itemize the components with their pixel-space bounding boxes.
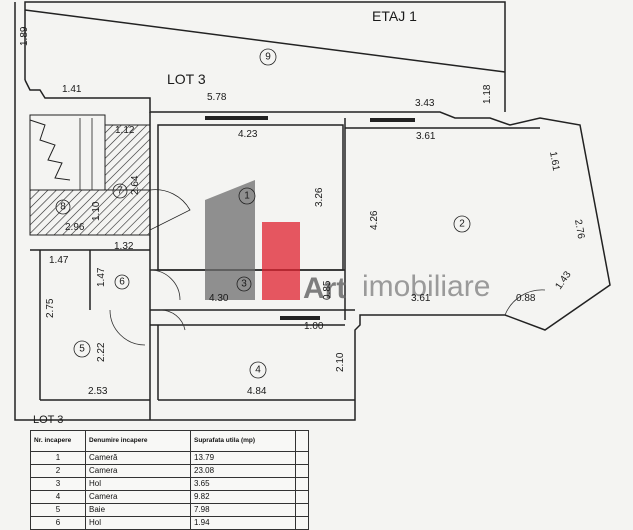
dim-4-30: 4.30 <box>209 293 229 304</box>
table-row: 3 Hol 3.65 <box>30 477 309 491</box>
cell-extra <box>295 516 309 530</box>
dim-1-41: 1.41 <box>62 84 82 95</box>
hatched-area-8 <box>29 189 151 236</box>
room-area-table: Nr. incapere Denumire incapere Suprafata… <box>30 430 309 530</box>
dim-2-53: 2.53 <box>88 386 108 397</box>
cell-extra <box>295 490 309 504</box>
table-row: 2 Camera 23.08 <box>30 464 309 478</box>
room-number-7: 7 <box>117 186 123 197</box>
cell-room-name: Baie <box>85 503 191 517</box>
lot-label-bottom: LOT 3 <box>33 414 63 426</box>
dim-2-64: 2.64 <box>130 175 141 195</box>
dim-2-22: 2.22 <box>96 342 107 362</box>
cell-extra <box>295 451 309 465</box>
dim-1-89: 1.89 <box>19 26 30 46</box>
cell-room-number: 1 <box>30 451 86 465</box>
cell-extra <box>295 503 309 517</box>
dim-3-61-bottom: 3.61 <box>411 293 431 304</box>
dim-1-00: 1.00 <box>304 321 324 332</box>
watermark-grey-shape <box>205 180 255 300</box>
dim-1-10: 1.10 <box>91 201 102 221</box>
balcony-slant <box>24 9 506 73</box>
room-number-9: 9 <box>265 52 271 63</box>
outer-boundary <box>14 2 611 421</box>
door-swing-top <box>149 189 191 231</box>
dim-3-43: 3.43 <box>415 98 435 109</box>
door-swings <box>109 269 546 346</box>
watermark-suffix: imobiliare <box>362 270 490 303</box>
cell-room-name: Hol <box>85 477 191 491</box>
dim-1-47-v: 1.47 <box>96 267 107 287</box>
cell-area: 7.98 <box>190 503 296 517</box>
room-number-6: 6 <box>119 277 125 288</box>
header-room-name: Denumire incapere <box>85 430 191 452</box>
table-row: 6 Hol 1.94 <box>30 516 309 530</box>
watermark-red-block <box>262 222 300 300</box>
dim-1-47-h: 1.47 <box>49 255 69 266</box>
room-markers <box>55 48 471 379</box>
cell-area: 1.94 <box>190 516 296 530</box>
cell-area: 13.79 <box>190 451 296 465</box>
table-header-row: Nr. incapere Denumire incapere Suprafata… <box>30 430 309 452</box>
watermark: Art imobiliare <box>205 180 490 305</box>
dim-3-61-top: 3.61 <box>416 131 436 142</box>
dim-3-26: 3.26 <box>314 187 325 207</box>
cell-room-number: 5 <box>30 503 86 517</box>
dim-0-88: 0.88 <box>516 293 536 304</box>
walls <box>14 1 611 421</box>
room-number-3: 3 <box>241 279 247 290</box>
cell-extra <box>295 464 309 478</box>
header-room-number: Nr. incapere <box>30 430 86 452</box>
dim-1-32: 1.32 <box>114 241 134 252</box>
table-row: 5 Baie 7.98 <box>30 503 309 517</box>
cell-area: 23.08 <box>190 464 296 478</box>
dim-1-61: 1.61 <box>547 151 561 173</box>
cell-room-number: 6 <box>30 516 86 530</box>
staircase <box>29 114 191 236</box>
cell-room-name: Cameră <box>85 451 191 465</box>
lot-label-top: LOT 3 <box>167 71 206 87</box>
balcony-outline <box>24 1 506 112</box>
dim-4-23: 4.23 <box>238 129 258 140</box>
dim-1-18: 1.18 <box>482 84 493 104</box>
room-number-1: 1 <box>244 191 250 202</box>
cell-room-number: 4 <box>30 490 86 504</box>
cell-room-name: Hol <box>85 516 191 530</box>
dim-1-43: 1.43 <box>553 269 573 292</box>
cell-room-name: Camera <box>85 490 191 504</box>
floor-label: ETAJ 1 <box>372 8 417 24</box>
dim-2-75: 2.75 <box>45 298 56 318</box>
cell-extra <box>295 477 309 491</box>
header-extra <box>295 430 309 452</box>
dim-2-96: 2.96 <box>65 222 85 233</box>
room-number-4: 4 <box>255 365 261 376</box>
cell-room-number: 2 <box>30 464 86 478</box>
room-number-2: 2 <box>459 219 465 230</box>
cell-room-name: Camera <box>85 464 191 478</box>
dim-0-85: 0.85 <box>322 280 333 300</box>
dim-2-10: 2.10 <box>335 352 346 372</box>
dim-4-26: 4.26 <box>369 210 380 230</box>
table-row: 1 Cameră 13.79 <box>30 451 309 465</box>
dim-2-76: 2.76 <box>572 219 586 241</box>
cell-area: 3.65 <box>190 477 296 491</box>
table-row: 4 Camera 9.82 <box>30 490 309 504</box>
dim-1-12: 1.12 <box>115 125 135 136</box>
header-usable-area: Suprafata utila (mp) <box>190 430 296 452</box>
room-number-8: 8 <box>60 202 66 213</box>
cell-area: 9.82 <box>190 490 296 504</box>
dimension-labels: 1.89 1.41 5.78 3.43 1.18 1.12 4.23 3.61 … <box>19 26 586 397</box>
cell-room-number: 3 <box>30 477 86 491</box>
dim-4-84: 4.84 <box>247 386 267 397</box>
dim-5-78: 5.78 <box>207 92 227 103</box>
room-number-5: 5 <box>79 344 85 355</box>
watermark-brand: Art <box>303 272 346 305</box>
